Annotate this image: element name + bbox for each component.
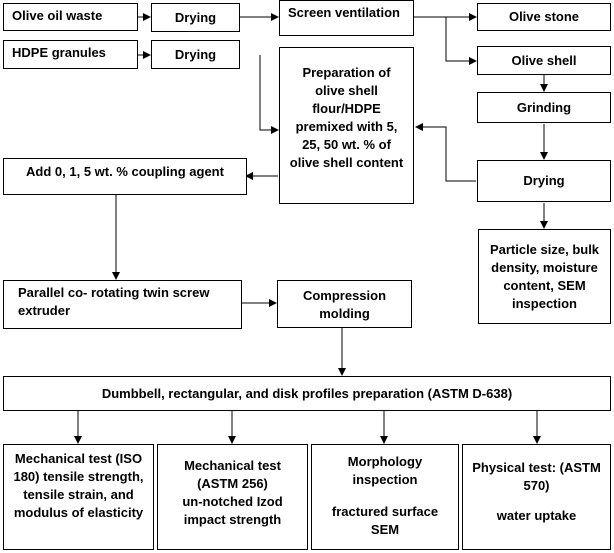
node-coupling-agent: Add 0, 1, 5 wt. % coupling agent bbox=[3, 158, 247, 195]
node-grinding: Grinding bbox=[477, 92, 611, 123]
node-olive-oil-waste: Olive oil waste bbox=[3, 3, 138, 31]
node-compression-molding: Compression molding bbox=[277, 280, 412, 328]
node-olive-shell: Olive shell bbox=[477, 46, 611, 75]
node-particle-inspection: Particle size, bulk density, moisture co… bbox=[478, 229, 611, 324]
node-hdpe-granules: HDPE granules bbox=[3, 40, 138, 69]
node-drying-1: Drying bbox=[151, 3, 240, 32]
node-premix-preparation: Preparation of olive shell flour/HDPE pr… bbox=[279, 47, 414, 204]
node-drying-2: Drying bbox=[151, 40, 240, 69]
node-mechanical-test-astm256: Mechanical test (ASTM 256) un-notched Iz… bbox=[157, 444, 308, 550]
arrow-ventilation-to-shell bbox=[445, 17, 477, 65]
mech2-title: Mechanical test (ASTM 256) bbox=[184, 458, 281, 491]
node-physical-test: Physical test: (ASTM 570) water uptake bbox=[462, 444, 611, 550]
arrow-drying-to-premix-back bbox=[415, 123, 476, 182]
mech2-body: un-notched Izod impact strength bbox=[182, 494, 283, 527]
node-profiles-preparation: Dumbbell, rectangular, and disk profiles… bbox=[3, 376, 611, 411]
node-olive-stone: Olive stone bbox=[477, 3, 611, 31]
node-screen-ventilation: Screen ventilation bbox=[279, 0, 414, 36]
phys-title: Physical test: (ASTM 570) bbox=[472, 460, 601, 493]
arrow-drying-to-premix bbox=[259, 55, 279, 134]
phys-body: water uptake bbox=[496, 508, 577, 523]
node-drying-3: Drying bbox=[477, 160, 611, 202]
node-morphology-inspection: Morphology inspection fractured surface … bbox=[311, 444, 459, 550]
node-twin-screw-extruder: Parallel co- rotating twin screw extrude… bbox=[3, 280, 242, 329]
node-mechanical-test-iso180: Mechanical test (ISO 180) tensile streng… bbox=[3, 444, 154, 550]
morph-body: fractured surface SEM bbox=[331, 504, 439, 537]
morph-title: Morphology inspection bbox=[347, 454, 423, 487]
